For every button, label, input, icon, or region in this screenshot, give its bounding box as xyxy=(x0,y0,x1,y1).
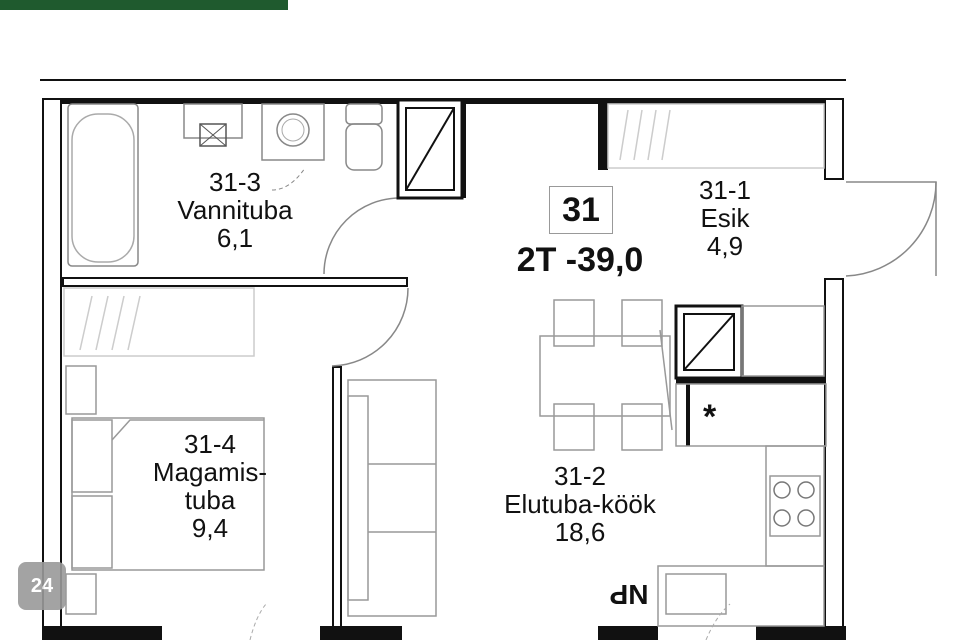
toilet-icon xyxy=(345,103,383,125)
unit-number: 31 xyxy=(549,186,613,234)
room-id: 31-4 xyxy=(183,429,237,459)
room-area: 18,6 xyxy=(554,517,606,547)
room-name: tuba xyxy=(184,485,236,515)
room-name: Magamis- xyxy=(152,457,268,487)
room-name: Elutuba-köök xyxy=(504,489,656,519)
door-swing xyxy=(323,197,401,275)
dining-table-icon xyxy=(539,299,673,451)
bed-icon xyxy=(65,365,265,615)
room-label-bedroom: 31-4 Magamis- tuba 9,4 xyxy=(130,430,290,542)
room-area: 6,1 xyxy=(216,223,254,253)
room-id: 31-1 xyxy=(698,175,752,205)
washing-machine-icon xyxy=(261,103,325,161)
bedroom-door xyxy=(331,287,409,367)
room-label-bathroom: 31-3 Vannituba 6,1 xyxy=(150,168,320,252)
page-badge[interactable]: 24 xyxy=(18,562,66,610)
star-marker: * xyxy=(703,398,717,436)
sink-icon xyxy=(183,103,243,139)
room-area: 4,9 xyxy=(706,231,744,261)
bathtub-icon xyxy=(67,103,139,267)
room-name: Vannituba xyxy=(177,195,293,225)
window-hint xyxy=(249,603,267,640)
room-id: 31-2 xyxy=(553,461,607,491)
closet-hatch xyxy=(607,103,825,169)
room-id: 31-3 xyxy=(208,167,262,197)
brand-bar xyxy=(0,0,288,10)
unit-type-area: 2T -39,0 xyxy=(516,241,644,279)
stove-icon xyxy=(773,481,815,527)
room-label-living: 31-2 Elutuba-köök 18,6 xyxy=(480,462,680,546)
sofa-icon xyxy=(347,379,437,617)
np-marker: NP xyxy=(609,579,649,610)
entrance-door xyxy=(845,181,937,277)
room-label-hall: 31-1 Esik 4,9 xyxy=(670,176,780,260)
room-area: 9,4 xyxy=(191,513,229,543)
room-name: Esik xyxy=(700,203,750,233)
wardrobe-hatch xyxy=(63,287,255,357)
kitchen-counter xyxy=(657,305,827,627)
